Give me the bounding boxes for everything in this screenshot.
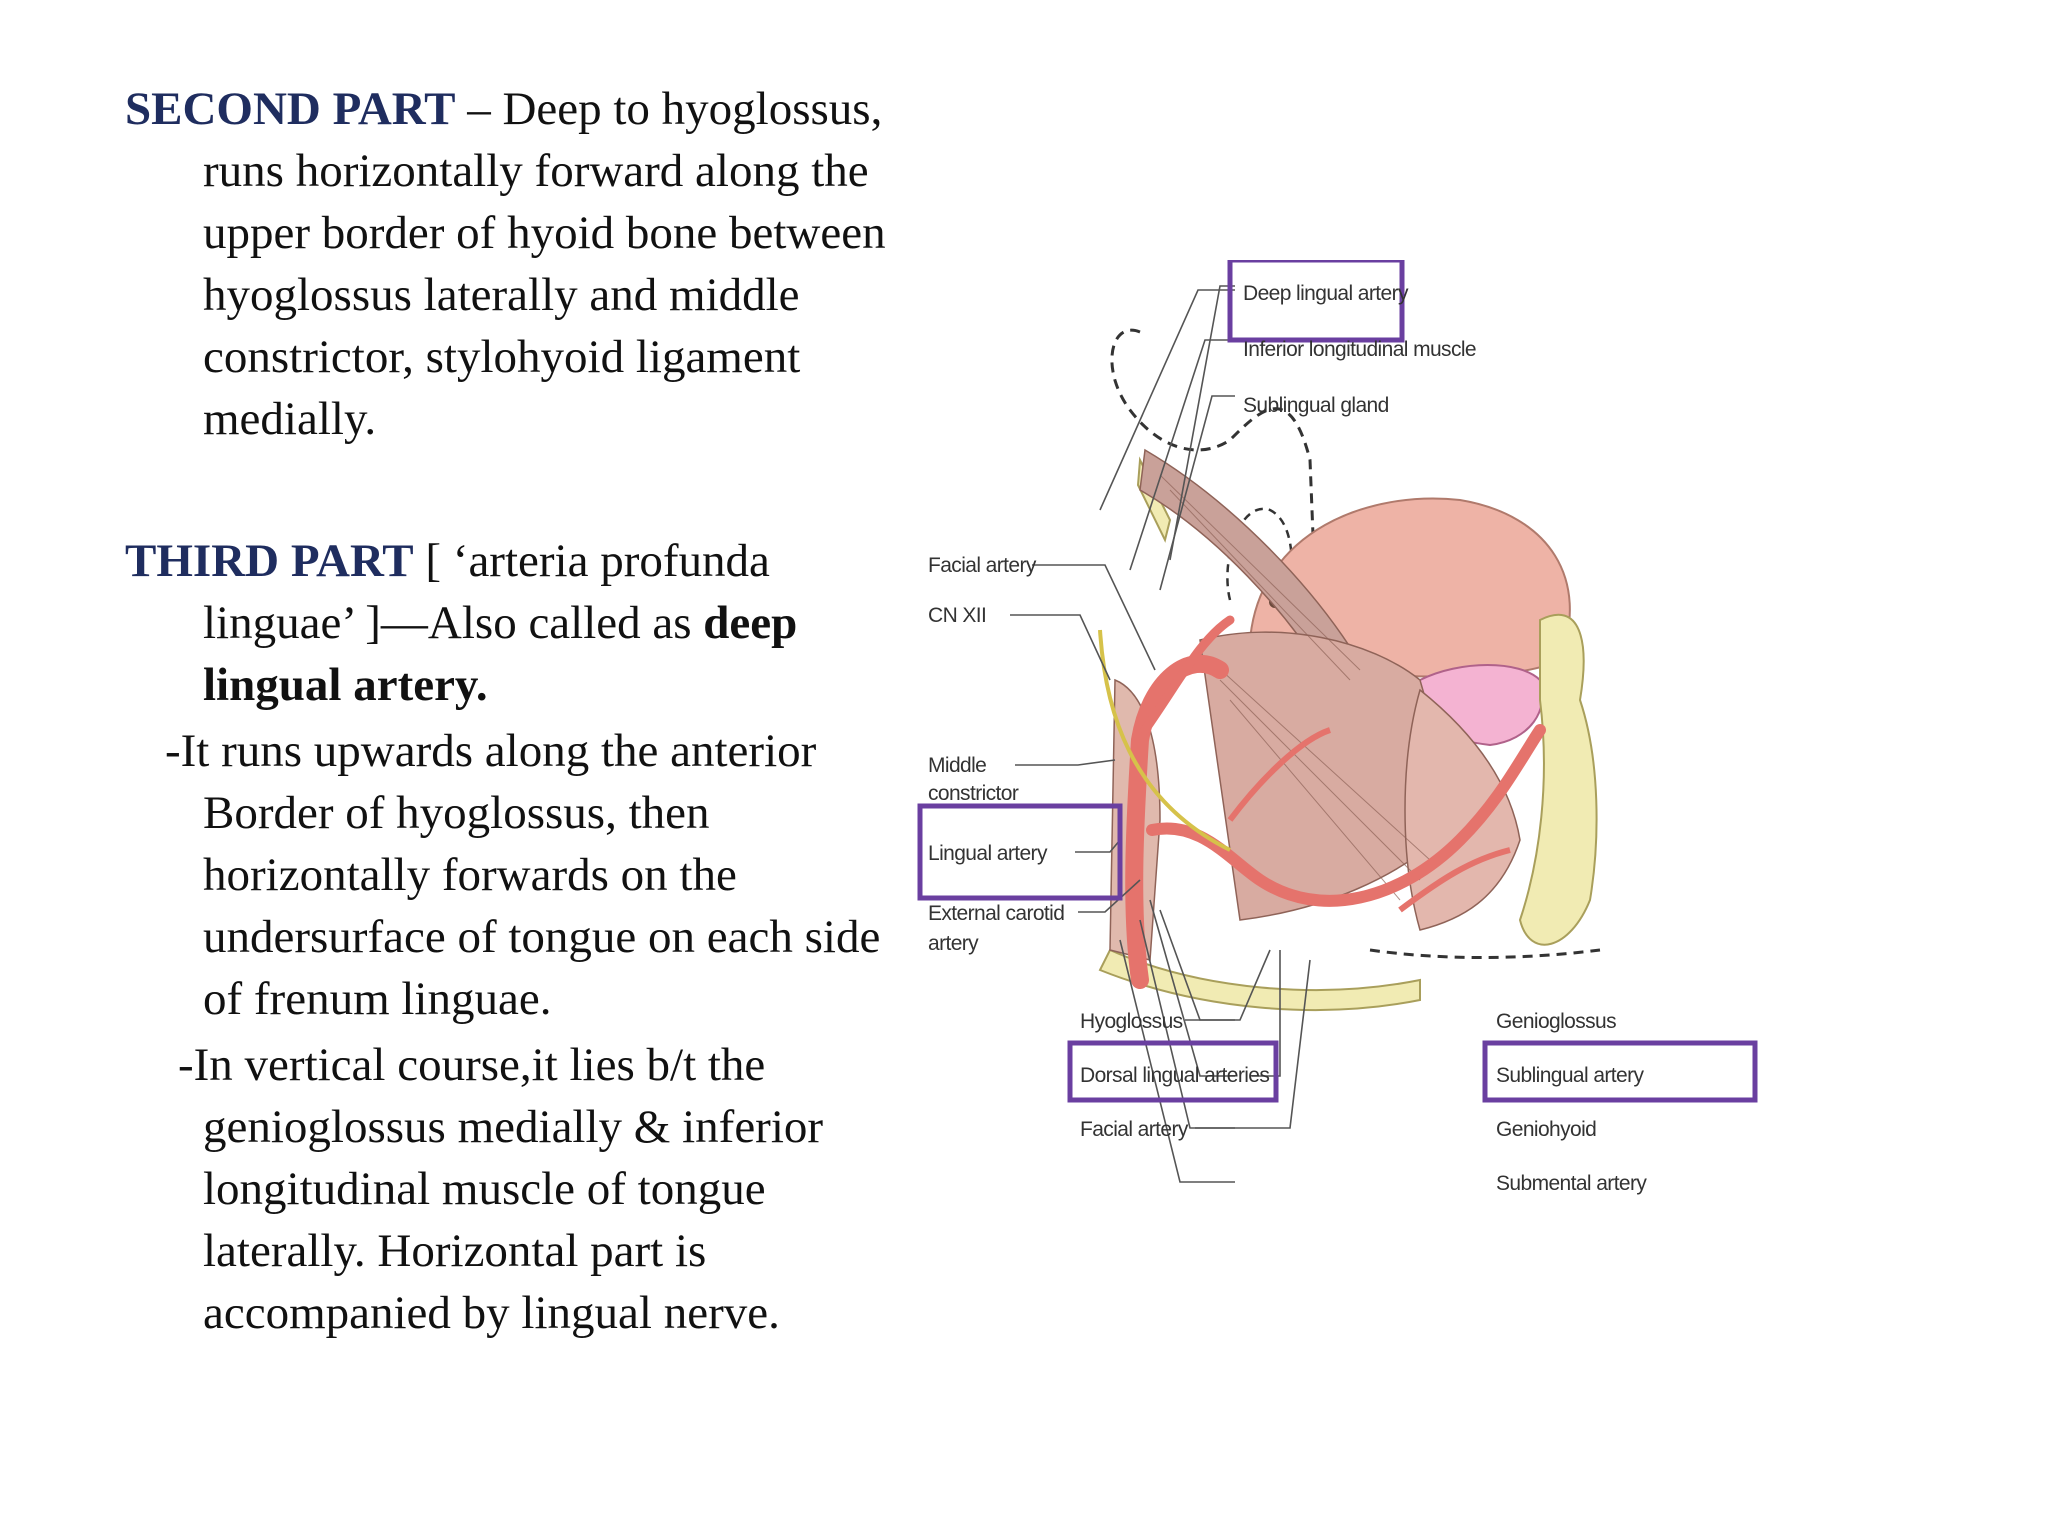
label-deep-lingual-artery: Deep lingual artery: [1243, 282, 1409, 305]
facial-artery-shape: [1140, 615, 1235, 735]
paragraph-spacer: [125, 450, 925, 530]
label-sublingual-gland: Sublingual gland: [1243, 394, 1389, 417]
label-geniohyoid: Geniohyoid: [1496, 1118, 1596, 1141]
label-lingual-artery: Lingual artery: [928, 842, 1048, 865]
label-genioglossus: Genioglossus: [1496, 1010, 1616, 1033]
label-middle-constrictor-2: constrictor: [928, 782, 1019, 805]
label-sublingual-artery: Sublingual artery: [1496, 1064, 1644, 1087]
anatomy-illustration: Deep lingual artery Inferior longitudina…: [917, 260, 1758, 1195]
mandible: [1518, 613, 1598, 946]
label-hyoglossus: Hyoglossus: [1080, 1010, 1183, 1033]
deep-lingual-artery-term: deep lingual artery.: [203, 597, 798, 711]
cn-xii-nerve-shape: [1098, 629, 1231, 852]
label-inferior-longitudinal-muscle: Inferior longitudinal muscle: [1243, 338, 1476, 361]
label-submental-artery: Submental artery: [1496, 1172, 1647, 1195]
label-facial-artery-top: Facial artery: [928, 554, 1037, 577]
label-external-carotid-1: External carotid: [928, 902, 1064, 925]
label-middle-constrictor-1: Middle: [928, 754, 986, 777]
muscle-fibers: [1159, 474, 1431, 901]
highlight-box-deep-lingual-artery: [1227, 260, 1405, 343]
third-part-heading: THIRD PART: [125, 535, 414, 587]
dashed-tongue-outline: [1110, 328, 1322, 711]
label-facial-artery-bottom: Facial artery: [1080, 1118, 1189, 1141]
highlight-box-dorsal-lingual-arteries: [1067, 1040, 1279, 1103]
lingual-artery-figure: Deep lingual artery Inferior longitudina…: [900, 260, 1850, 1220]
bullet-course: -It runs upwards along the anterior Bord…: [165, 725, 881, 1025]
bullet-relations: -In vertical course,it lies b/t the geni…: [178, 1039, 824, 1339]
label-dorsal-lingual-arteries: Dorsal lingual arteries: [1080, 1064, 1269, 1087]
dorsal-lingual-artery-shape: [1227, 727, 1332, 822]
highlight-box-sublingual-artery: [1482, 1040, 1758, 1103]
second-part-text: – Deep to hyoglossus, runs horizontally …: [203, 83, 886, 445]
sublingual-artery-shape: [1398, 847, 1511, 913]
label-cn-xii: CN XII: [928, 604, 986, 627]
leader-lines: [1010, 285, 1311, 1183]
dashed-hyoid-outline: [1369, 948, 1601, 959]
label-external-carotid-2: artery: [928, 932, 979, 955]
lingual-artery-shape: [1146, 724, 1546, 907]
second-part-paragraph: SECOND PART – Deep to hyoglossus, runs h…: [125, 78, 925, 450]
highlight-box-lingual-artery: [917, 803, 1123, 901]
third-part-paragraph: THIRD PART [ ‘arteria profunda linguae’ …: [125, 530, 925, 716]
hyoid-bone: [1098, 948, 1421, 1011]
text-column: SECOND PART – Deep to hyoglossus, runs h…: [125, 78, 925, 1344]
third-part-text: [ ‘arteria profunda linguae’ ]—Also call…: [203, 535, 770, 649]
second-part-heading: SECOND PART: [125, 83, 456, 135]
